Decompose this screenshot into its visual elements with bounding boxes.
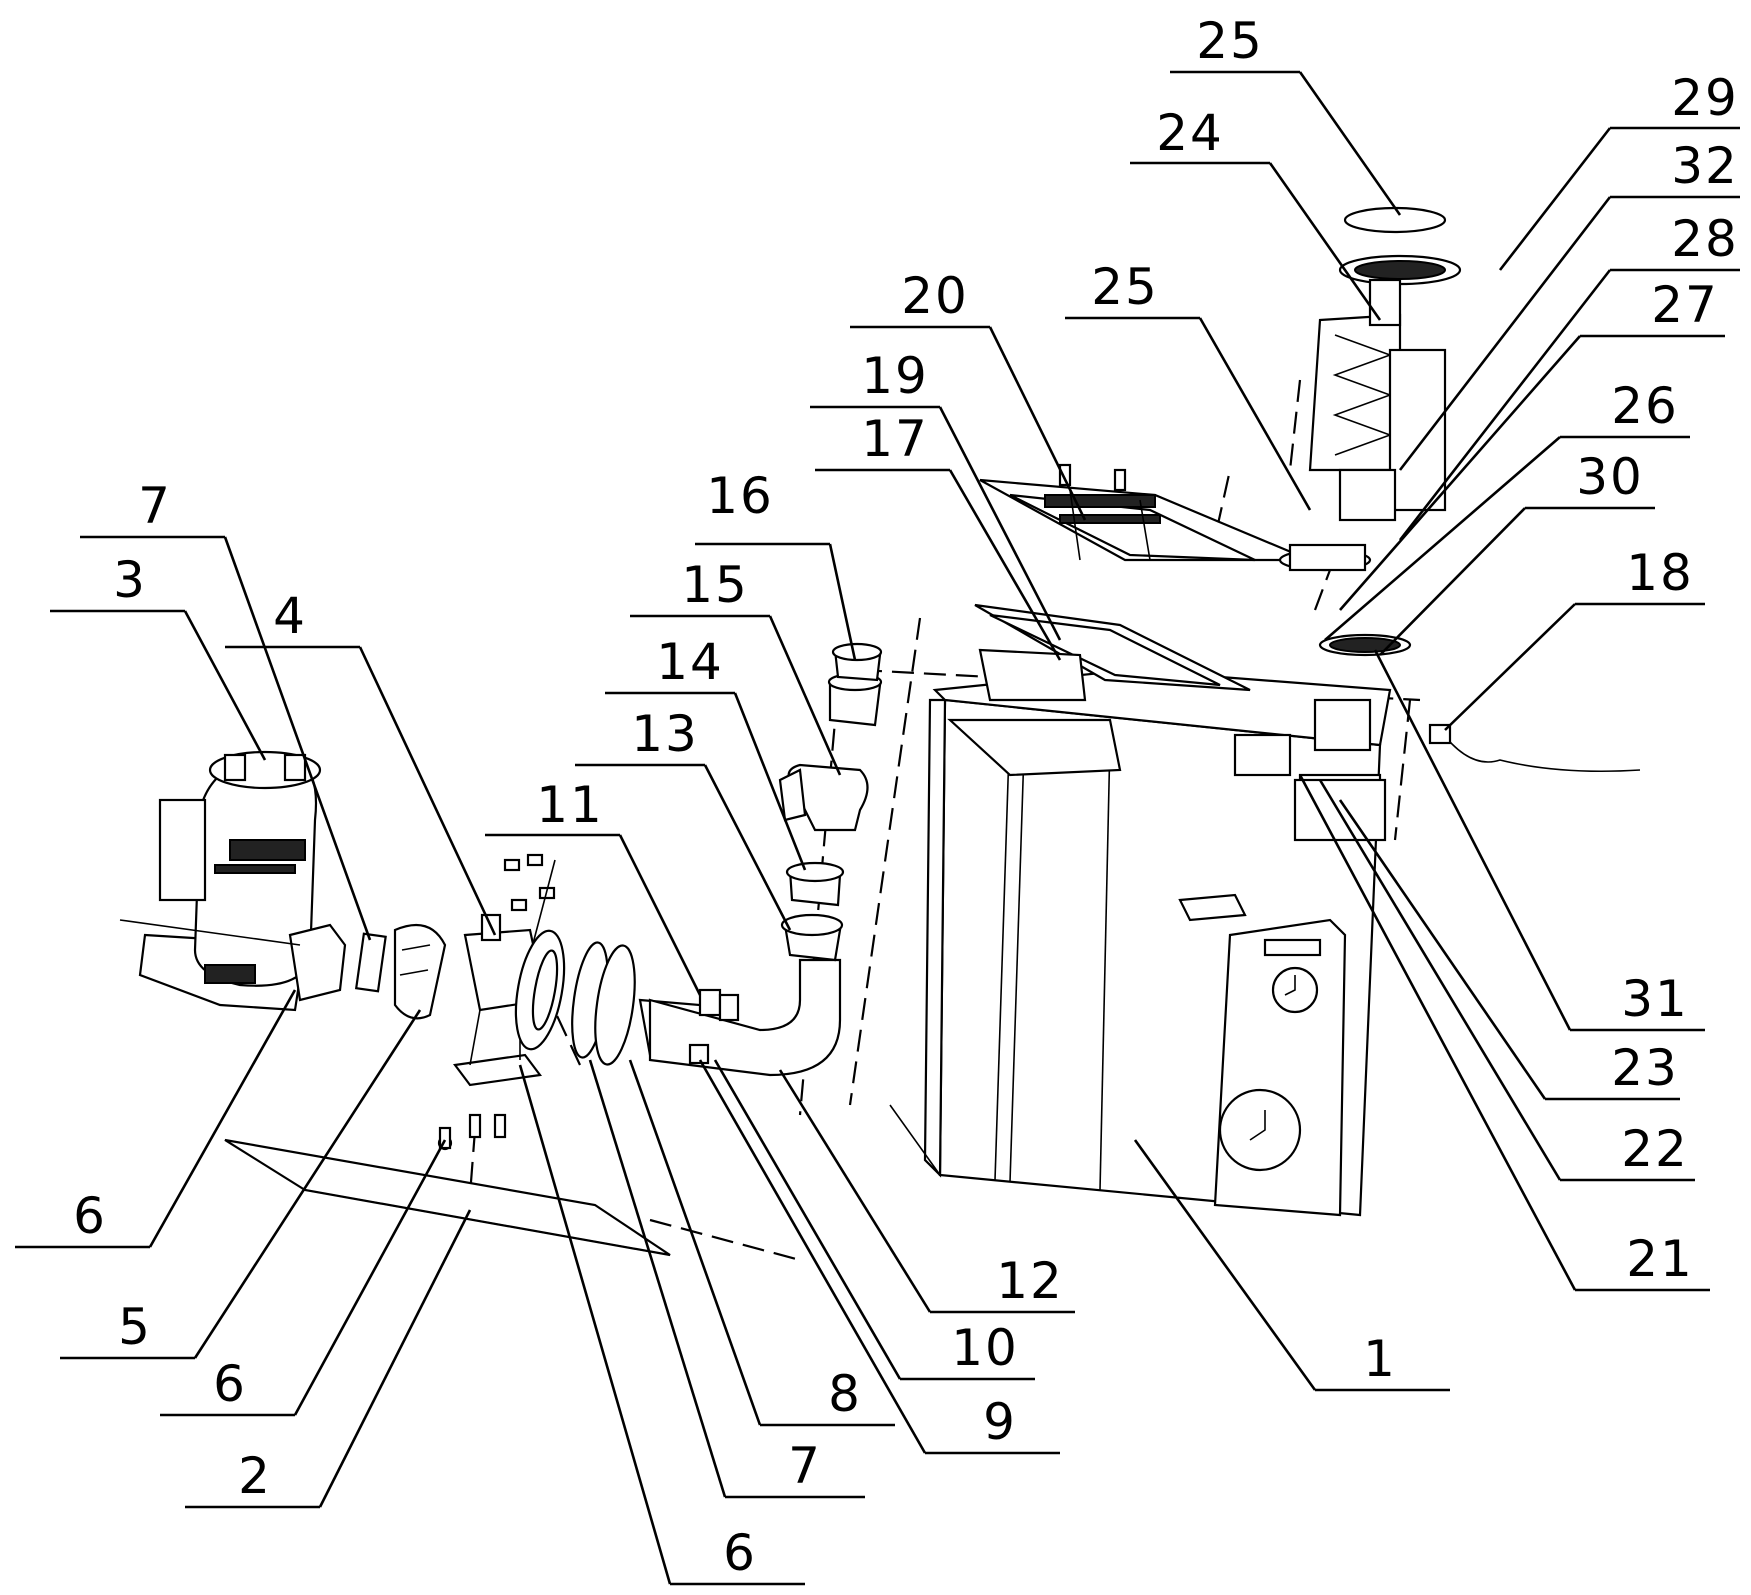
- label-4: 4: [273, 587, 307, 645]
- label-6-bottom: 6: [723, 1524, 757, 1582]
- label-6-mid: 6: [213, 1355, 247, 1413]
- left-seal-parts: [354, 923, 447, 1020]
- label-17: 17: [861, 410, 929, 468]
- label-8: 8: [828, 1365, 862, 1423]
- label-6-left: 6: [73, 1187, 107, 1245]
- label-15: 15: [681, 556, 749, 614]
- label-22: 22: [1621, 1120, 1689, 1178]
- label-13: 13: [631, 705, 699, 763]
- label-14: 14: [656, 633, 724, 691]
- right-fittings: [1233, 543, 1641, 957]
- part-labels: 25 29 24 32 28 27 20 25 19 17 26 30 16 1…: [73, 12, 1739, 1582]
- label-7-bottom: 7: [788, 1437, 822, 1495]
- label-28: 28: [1671, 210, 1739, 268]
- label-27: 27: [1651, 276, 1719, 334]
- label-25-mid: 25: [1091, 258, 1159, 316]
- label-29: 29: [1671, 69, 1739, 127]
- filter-cylinder: [1308, 206, 1462, 522]
- label-11: 11: [536, 776, 604, 834]
- base-plate: [224, 1138, 671, 1257]
- label-19: 19: [861, 347, 929, 405]
- label-25-top: 25: [1196, 12, 1264, 70]
- label-26: 26: [1611, 377, 1679, 435]
- label-18: 18: [1626, 544, 1694, 602]
- label-23: 23: [1611, 1039, 1679, 1097]
- label-2: 2: [238, 1447, 272, 1505]
- label-30: 30: [1576, 448, 1644, 506]
- label-20: 20: [901, 267, 969, 325]
- label-12: 12: [996, 1252, 1064, 1310]
- label-16: 16: [706, 467, 774, 525]
- label-5: 5: [118, 1298, 152, 1356]
- label-31: 31: [1621, 970, 1689, 1028]
- pipe-elbow: [648, 958, 842, 1077]
- label-7-top: 7: [138, 477, 172, 535]
- label-10: 10: [951, 1319, 1019, 1377]
- motor-pump: [119, 750, 347, 1012]
- label-1: 1: [1363, 1330, 1397, 1388]
- lid-assemblies: [947, 463, 1311, 777]
- label-21: 21: [1626, 1230, 1694, 1288]
- label-3: 3: [113, 551, 147, 609]
- pump-housing: [437, 853, 556, 1151]
- label-24: 24: [1156, 104, 1224, 162]
- label-32: 32: [1671, 137, 1739, 195]
- label-9: 9: [983, 1393, 1017, 1451]
- leader-lines: [15, 70, 1740, 1586]
- vertical-pipe-stack: [778, 642, 883, 962]
